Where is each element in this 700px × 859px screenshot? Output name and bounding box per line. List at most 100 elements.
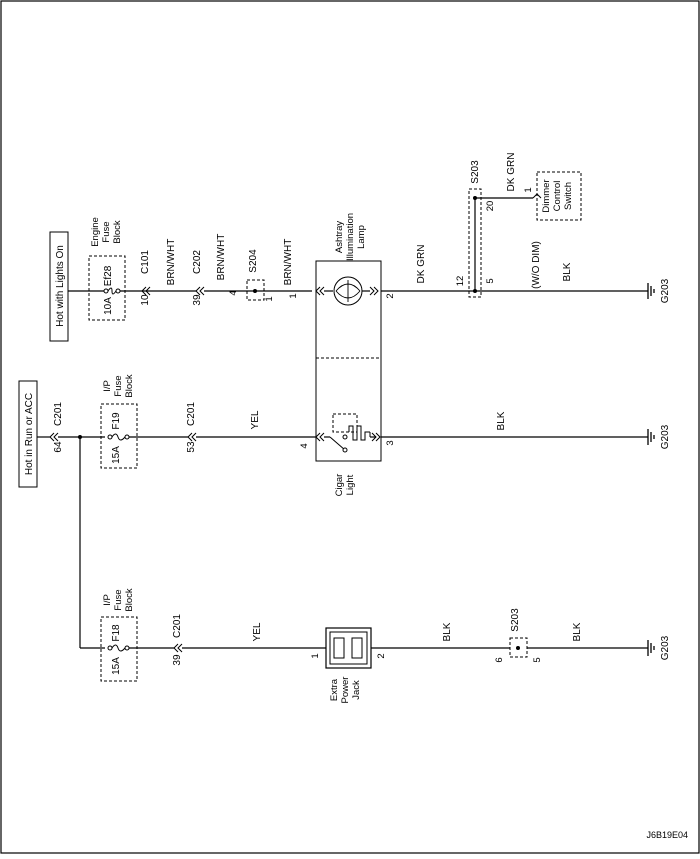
connector-c101-pin: 10 (140, 294, 151, 306)
extra-power-jack-box (325, 627, 372, 669)
wire-blk-label-4: BLK (572, 622, 583, 641)
dimmer-switch-label: Dimmer Control Switch (541, 179, 574, 212)
jack-socket-left-icon (333, 637, 345, 659)
jack-socket-right-icon (351, 637, 363, 659)
wire-brn-wht-label-1: BRN/WHT (166, 239, 177, 286)
dimmer-pin: 1 (523, 187, 534, 192)
svg-text:Block: Block (112, 220, 123, 243)
svg-text:I/P: I/P (102, 594, 113, 606)
ground-1-label: G203 (660, 278, 671, 303)
svg-text:Illumination: Illumination (345, 213, 356, 261)
svg-text:Engine: Engine (90, 217, 101, 247)
fuse-f19-rating: 15A (111, 446, 122, 464)
connector-c202 (195, 286, 205, 296)
splice-s203-top-pin-c: 20 (485, 201, 496, 212)
fuse-f18-box (100, 616, 138, 682)
row-lights-ground-side: 2 DK GRN S203 12 5 20 (W/O DIM) BLK DK G… (381, 153, 671, 303)
ashtray-cigar-component: Ashtray Illumination Lamp Cigar Light (315, 213, 382, 497)
cigar-light-label: Cigar Light (334, 474, 356, 497)
wire-brn-wht-label-2: BRN/WHT (216, 234, 227, 281)
splice-s204-box (246, 279, 265, 301)
svg-text:Lamp: Lamp (356, 225, 367, 249)
ip-fuse-block-label-f18: I/P Fuse Block (102, 588, 135, 611)
supply-lights-label: Hot with Lights On (55, 245, 66, 327)
connector-c201-supply-name: C201 (53, 402, 64, 426)
fuse-ef28-name: Ef28 (103, 265, 114, 286)
ashtray-lamp-label: Ashtray Illumination Lamp (334, 213, 367, 261)
fuse-f19-box (100, 403, 138, 469)
splice-s204-pin-out: 1 (264, 296, 275, 301)
connector-c101 (141, 286, 151, 296)
svg-text:Light: Light (345, 474, 356, 495)
engine-fuse-block-label: Engine Fuse Block (90, 217, 123, 247)
connector-c202-name: C202 (192, 250, 203, 274)
svg-text:Block: Block (124, 374, 135, 397)
wire-dk-grn-label-1: DK GRN (416, 245, 427, 284)
supply-box-lights (49, 231, 69, 342)
svg-text:Fuse: Fuse (101, 221, 112, 242)
supply-box-run-acc (18, 380, 38, 488)
ground-symbol-3 (647, 640, 655, 656)
wire-dk-grn-label-2: DK GRN (506, 153, 517, 192)
splice-s203-bottom-pin-in: 6 (494, 657, 505, 662)
svg-text:Block: Block (124, 588, 135, 611)
ip-fuse-block-label-f19: I/P Fuse Block (102, 374, 135, 397)
connector-c201-jack-name: C201 (172, 614, 183, 638)
extra-power-jack-label: Extra Power Jack (329, 677, 362, 704)
row-lights-circuit: Hot with Lights On Ef28 10A Engine Fuse … (49, 217, 312, 342)
jack-pin-out: 2 (376, 653, 387, 658)
cigar-heater-box (332, 413, 358, 433)
fuse-f18-name: F18 (111, 624, 122, 642)
splice-s203-bottom-name: S203 (510, 608, 521, 632)
connector-c101-name: C101 (140, 250, 151, 274)
fuse-ef28-box (88, 255, 126, 321)
splice-s204-dot (253, 289, 257, 293)
ground-2-label: G203 (660, 424, 671, 449)
wire-blk-label-1: BLK (562, 262, 573, 281)
connector-c201-cigar-name: C201 (186, 402, 197, 426)
dimmer-switch-box (536, 171, 582, 221)
connector-c201-cigar-pin: 53 (186, 441, 197, 453)
fuse-ef28-rating: 10A (103, 297, 114, 315)
ground-symbol-2 (647, 429, 655, 445)
splice-s203-top-box (468, 188, 482, 298)
connector-c201-jack (173, 643, 183, 653)
splice-s203-top-pin-a: 12 (455, 276, 466, 287)
connector-c201-supply-pin: 64 (53, 441, 64, 453)
splice-s204-pin-in: 4 (228, 290, 239, 295)
connector-c201-supply (49, 432, 59, 442)
wire-brn-wht-label-3: BRN/WHT (283, 239, 294, 286)
connector-c201-cigar (187, 432, 197, 442)
cigar-element-icon (348, 425, 370, 441)
row-cigar-circuit: Hot in Run or ACC C201 64 F19 15A I/P Fu… (18, 374, 671, 648)
wire-yel-label-2: YEL (252, 622, 263, 641)
splice-s203-top-pin-b: 5 (485, 278, 496, 283)
ashtray-lamp-pin-out: 2 (385, 293, 396, 298)
svg-text:Ashtray: Ashtray (334, 221, 345, 253)
wire-yel-label-1: YEL (250, 410, 261, 429)
ground-symbol-1 (647, 283, 655, 299)
fuse-f18-symbol (111, 644, 126, 652)
svg-text:Extra: Extra (329, 678, 340, 701)
splice-s203-bottom-pin-out: 5 (532, 657, 543, 662)
fuse-ef28-symbol (107, 287, 117, 295)
splice-s204-name: S204 (248, 249, 259, 273)
svg-text:Control: Control (552, 181, 563, 212)
svg-text:I/P: I/P (102, 380, 113, 392)
connector-c201-jack-pin: 39 (172, 654, 183, 666)
svg-text:Fuse: Fuse (113, 589, 124, 610)
jack-pin-in: 1 (310, 653, 321, 658)
supply-run-acc-label: Hot in Run or ACC (24, 393, 35, 475)
splice-s203-top-name: S203 (470, 160, 481, 184)
row-power-jack-circuit: F18 15A I/P Fuse Block C201 39 YEL 1 Ext… (80, 588, 671, 703)
ashtray-lamp-pin-in: 1 (288, 293, 299, 298)
fuse-f19-name: F19 (111, 412, 122, 430)
fuse-f19-symbol (111, 433, 126, 441)
fuse-f18-rating: 15A (111, 657, 122, 675)
connector-c202-pin: 39 (192, 294, 203, 306)
svg-text:Dimmer: Dimmer (541, 179, 552, 212)
wire-blk-label-3: BLK (442, 622, 453, 641)
